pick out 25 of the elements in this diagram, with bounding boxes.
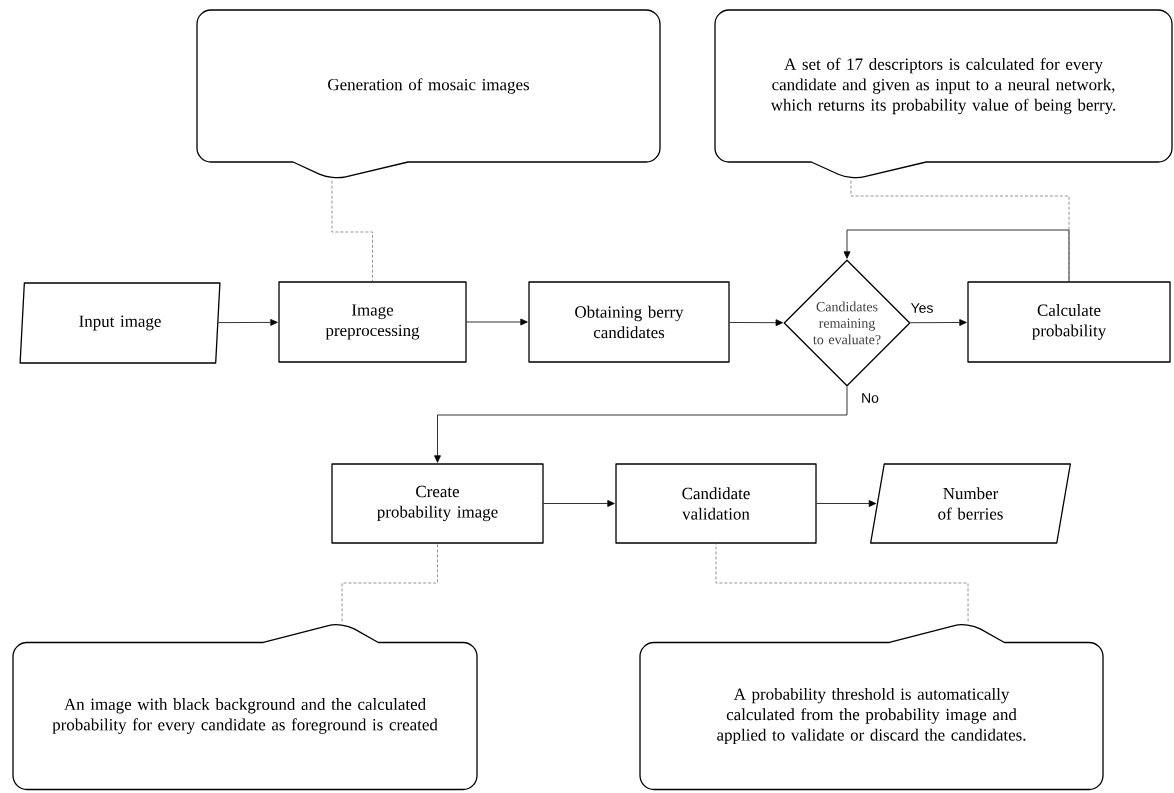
arrow [543,500,615,507]
arrow [729,319,784,327]
callout-bubble: A set of 17 descriptors is calculated for every candidate and given as input to a neural network, which returns its probability value of being berry. [714,9,1173,179]
process-box: Calculate probability [967,281,1171,363]
leader-line [715,543,969,622]
callout-bubble: An image with black background and the calculated probability for every candidate as foreground is created [12,624,478,791]
arrow [466,318,528,326]
process-box: Image preprocessing [278,281,467,363]
process-box: Candidate validation [615,463,817,544]
io-parallelogram: Number of berries [870,463,1071,544]
arrow [816,500,877,507]
leader-line [341,543,438,622]
edge-label: Yes [909,302,935,314]
arrow [843,229,1070,282]
callout-bubble: A probability threshold is automatically calculated from the probability image and applied to validate or discard the candidates. [639,624,1104,791]
arrow [434,386,848,463]
leader-line [850,180,1070,282]
io-parallelogram: Input image [19,282,221,364]
arrow [218,319,278,326]
callout-bubble: Generation of mosaic images [196,9,661,179]
edge-label: No [860,392,880,404]
process-box: Obtaining berry candidates [528,281,730,363]
arrow [910,319,967,326]
process-box: Create probability image [331,463,544,544]
leader-line [331,180,373,282]
